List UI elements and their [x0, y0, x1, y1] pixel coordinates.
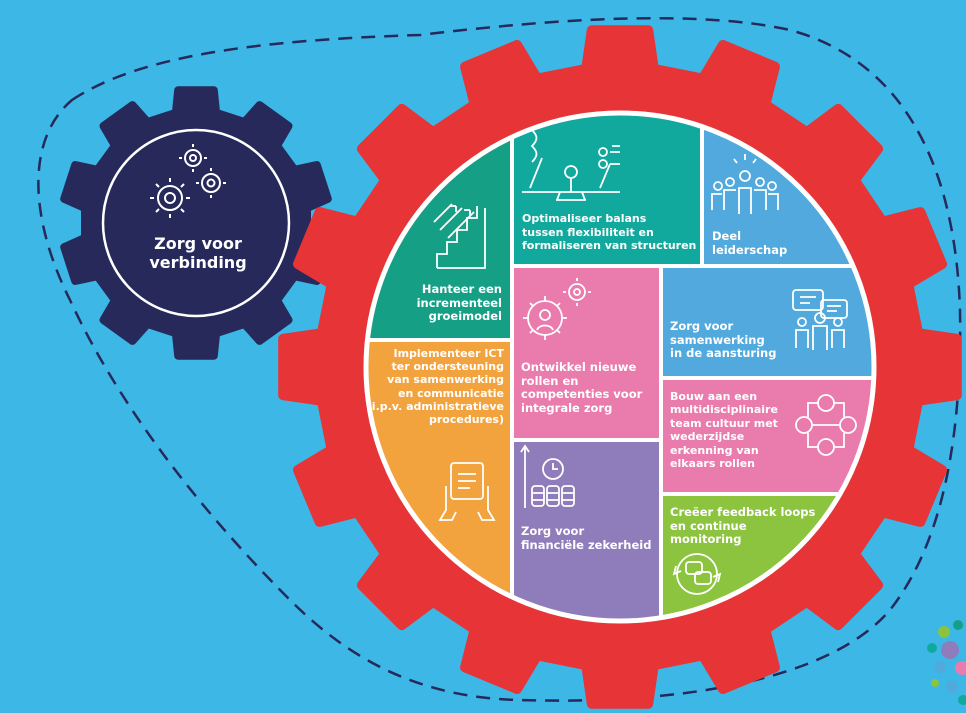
- logo-mark: [927, 620, 966, 705]
- small-gear-ring: [101, 128, 291, 318]
- label-leiderschap: Deel leiderschap: [712, 229, 788, 257]
- network-people-icon: [795, 394, 857, 456]
- feedback-loop-icon: [672, 553, 722, 595]
- device-hands-icon: [438, 462, 496, 521]
- team-leader-icon: [711, 154, 779, 214]
- person-gear-icon: [523, 278, 591, 340]
- label-rollen: Ontwikkel nieuwe rollen en competenties …: [521, 360, 643, 415]
- gears-icon: [150, 144, 226, 218]
- label-feedback: Creëer feedback loops en continue monito…: [670, 505, 816, 546]
- label-financieel: Zorg voor financiële zekerheid: [521, 524, 652, 552]
- label-aansturing: Zorg voor samenwerking in de aansturing: [670, 319, 777, 360]
- dashed-boundary: [37, 16, 962, 702]
- label-ict: Implementeer ICT ter ondersteuning van s…: [366, 347, 504, 427]
- tile-rollen: [514, 268, 659, 438]
- label-groeimodel: Hanteer een incrementeel groeimodel: [416, 282, 502, 323]
- label-balans: Optimaliseer balans tussen flexibiliteit…: [522, 212, 697, 252]
- circle-border: [363, 110, 877, 624]
- stairs-arrows-icon: [433, 203, 486, 269]
- tile-cultuur: [663, 380, 874, 492]
- small-gear-label: Zorg voor verbinding: [149, 234, 247, 272]
- tile-financieel: [514, 442, 659, 621]
- label-cultuur: Bouw aan een multidisciplinaire team cul…: [670, 390, 778, 471]
- tile-balans: [514, 113, 700, 264]
- tile-aansturing: [663, 268, 874, 376]
- coins-clock-icon: [520, 444, 575, 508]
- balance-scale-icon: [522, 129, 620, 201]
- group-chat-icon: [792, 289, 848, 350]
